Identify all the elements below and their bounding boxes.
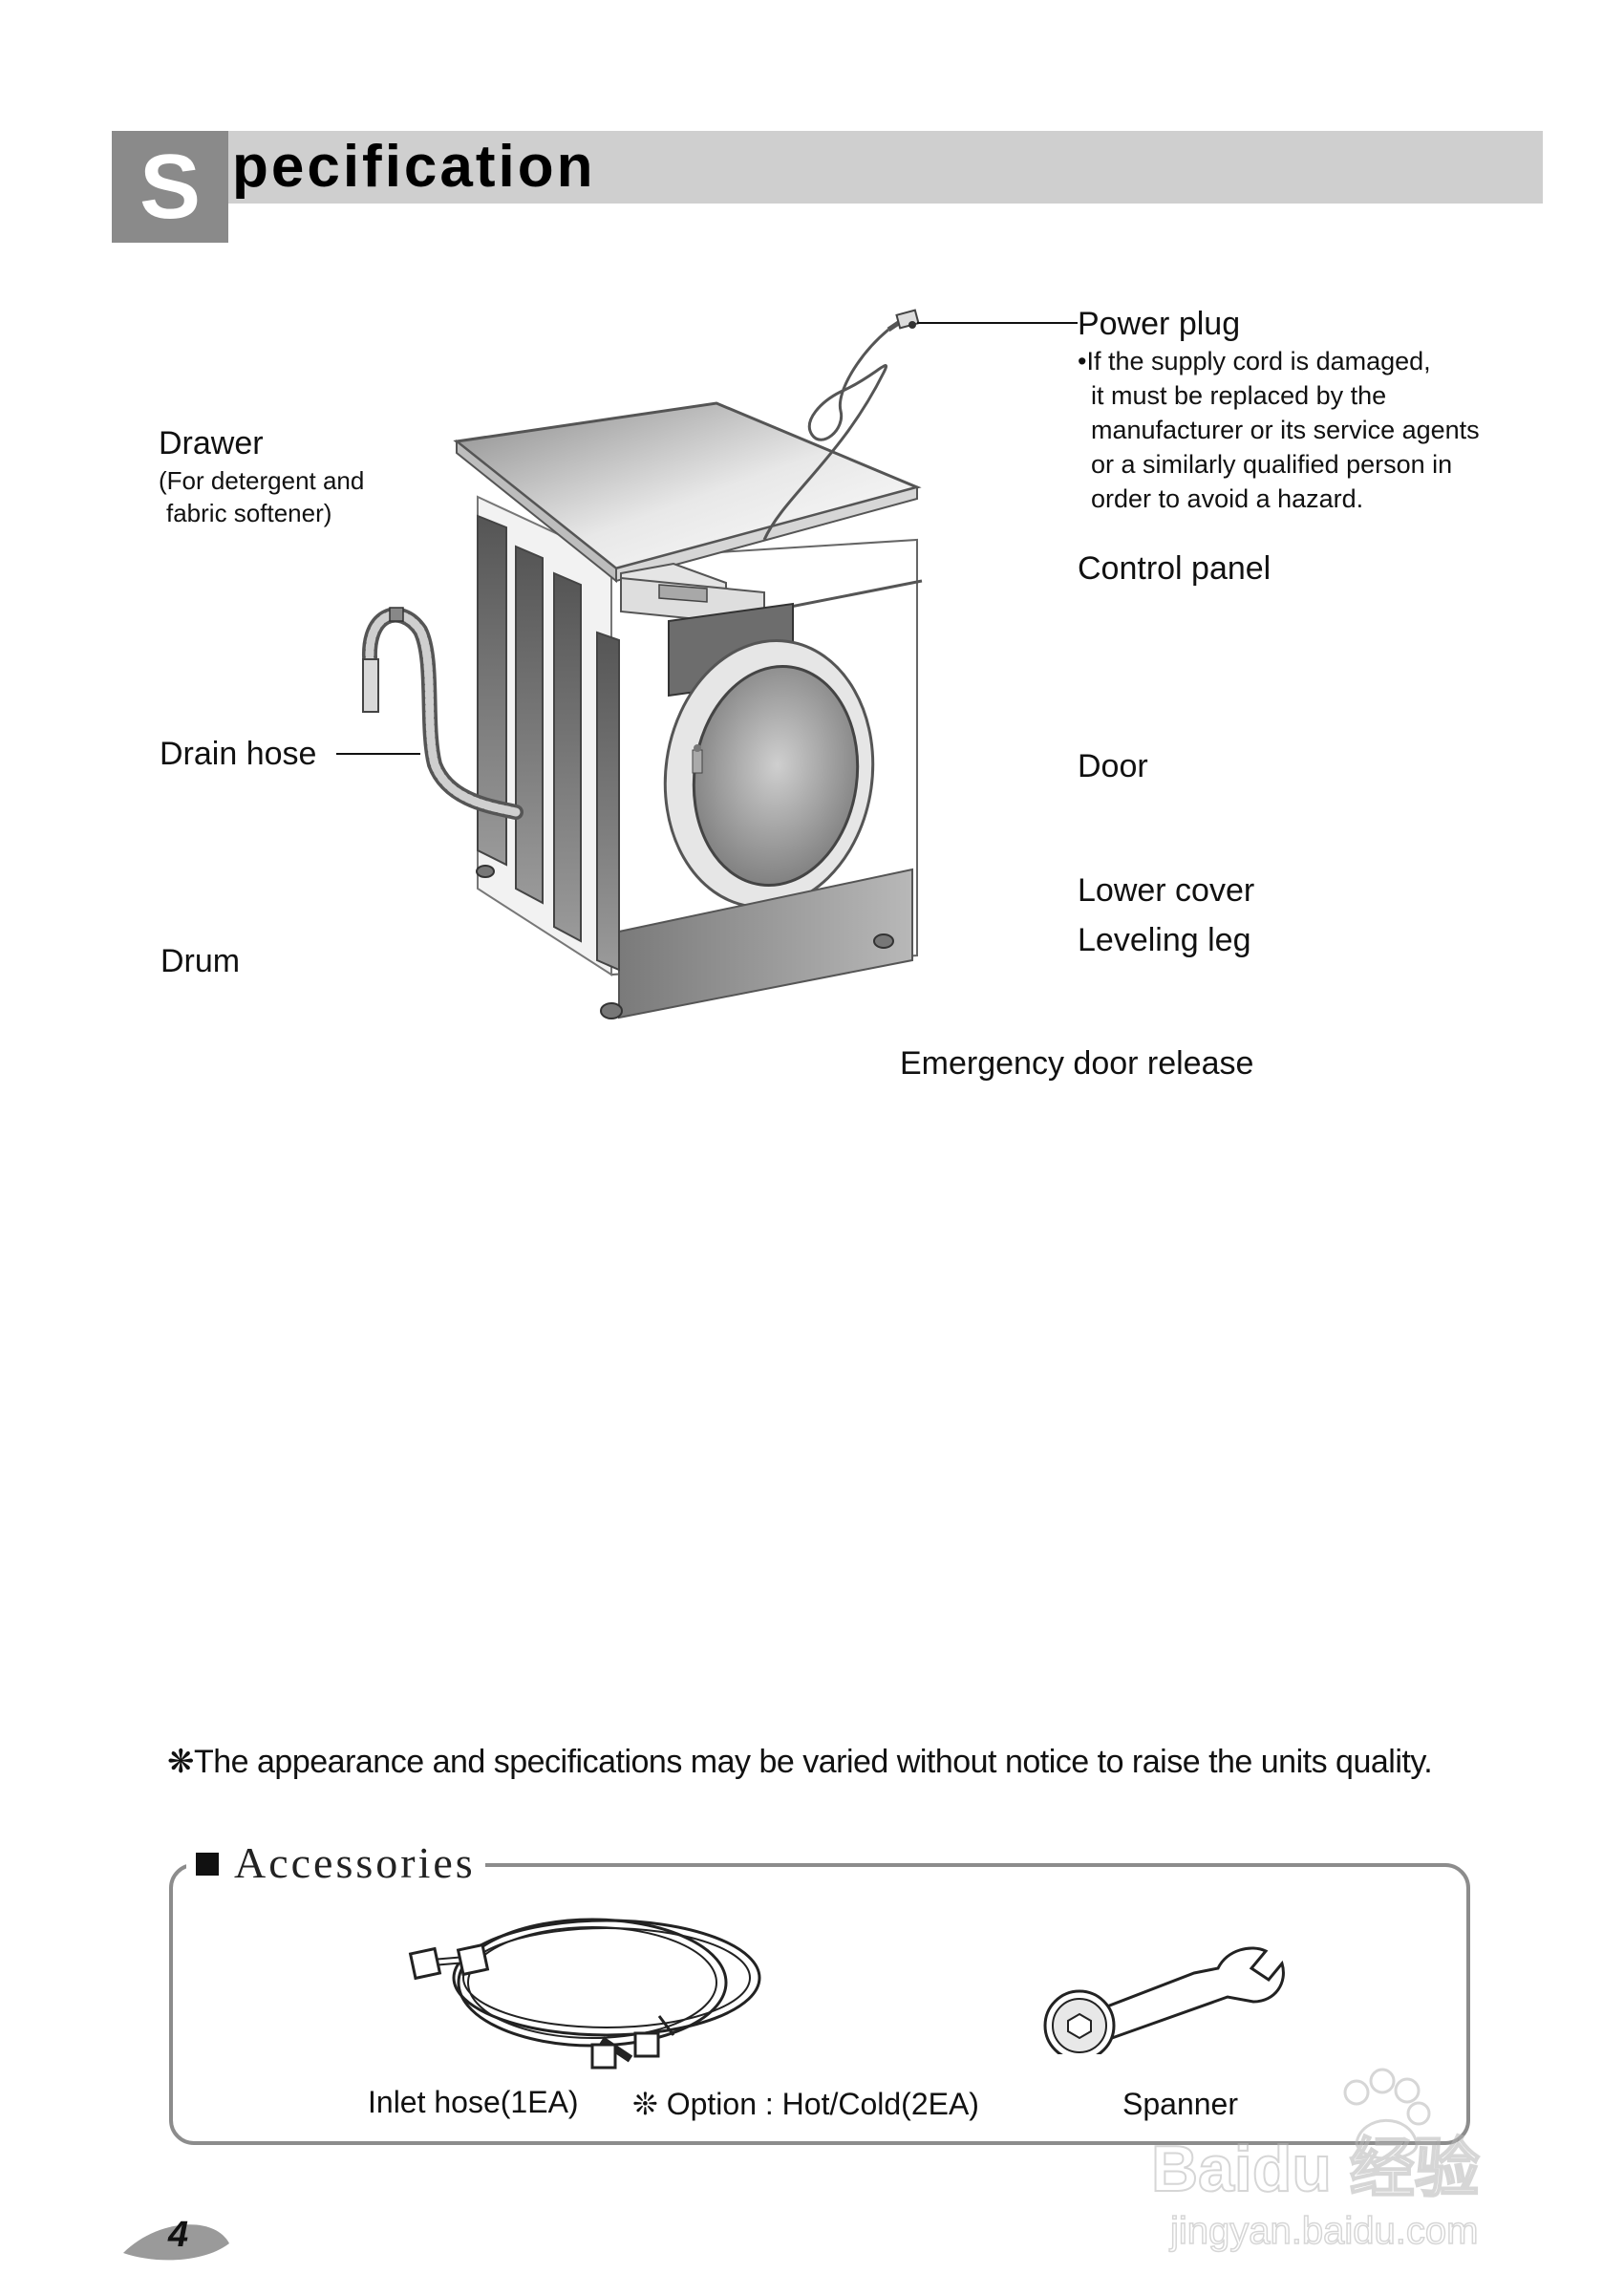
power-note-line-1: •If the supply cord is damaged,	[1078, 344, 1480, 378]
watermark-url: jingyan.baidu.com	[1169, 2210, 1478, 2252]
watermark-brand: Baidu 经验	[1151, 2133, 1480, 2205]
label-power-plug: Power plug	[1078, 306, 1240, 343]
label-control-panel: Control panel	[1078, 550, 1271, 588]
power-note-line-2: it must be replaced by the	[1078, 378, 1480, 413]
power-plug-note: •If the supply cord is damaged, it must …	[1078, 344, 1480, 516]
label-drawer: Drawer	[159, 425, 264, 462]
side-panel-2	[516, 547, 543, 903]
label-lower-cover: Lower cover	[1078, 872, 1254, 910]
baidu-watermark: Baidu 经验 jingyan.baidu.com	[1132, 2052, 1571, 2253]
label-drawer-note-2: fabric softener)	[166, 499, 331, 528]
power-note-line-5: order to avoid a hazard.	[1078, 482, 1480, 516]
leg-front-left	[601, 1003, 622, 1019]
spanner-icon	[1032, 1930, 1290, 2054]
washing-machine-illustration	[0, 0, 1624, 1099]
label-drum: Drum	[160, 943, 240, 980]
label-inlet-hose: Inlet hose(1EA)	[368, 2085, 579, 2120]
inlet-hose-icon	[401, 1901, 783, 2083]
footnote: ❋The appearance and specifications may b…	[167, 1743, 1432, 1781]
leg-front-right	[874, 934, 893, 948]
square-bullet-icon	[196, 1853, 219, 1876]
accessories-title: Accessories	[234, 1838, 476, 1887]
accessories-heading: Accessories	[186, 1839, 485, 1887]
label-drawer-note-1: (For detergent and	[159, 466, 364, 496]
side-panel-3	[554, 573, 581, 941]
power-note-line-4: or a similarly qualified person in	[1078, 447, 1480, 482]
page-number: 4	[168, 2215, 188, 2256]
label-leveling-leg: Leveling leg	[1078, 922, 1250, 959]
label-drain-hose: Drain hose	[160, 736, 316, 773]
label-door: Door	[1078, 748, 1148, 785]
power-note-line-3: manufacturer or its service agents	[1078, 413, 1480, 447]
label-option: ❊ Option : Hot/Cold(2EA)	[632, 2086, 979, 2122]
leg-back-left	[477, 866, 494, 877]
side-panel-4	[597, 633, 619, 970]
label-emergency-door-release: Emergency door release	[900, 1045, 1253, 1083]
